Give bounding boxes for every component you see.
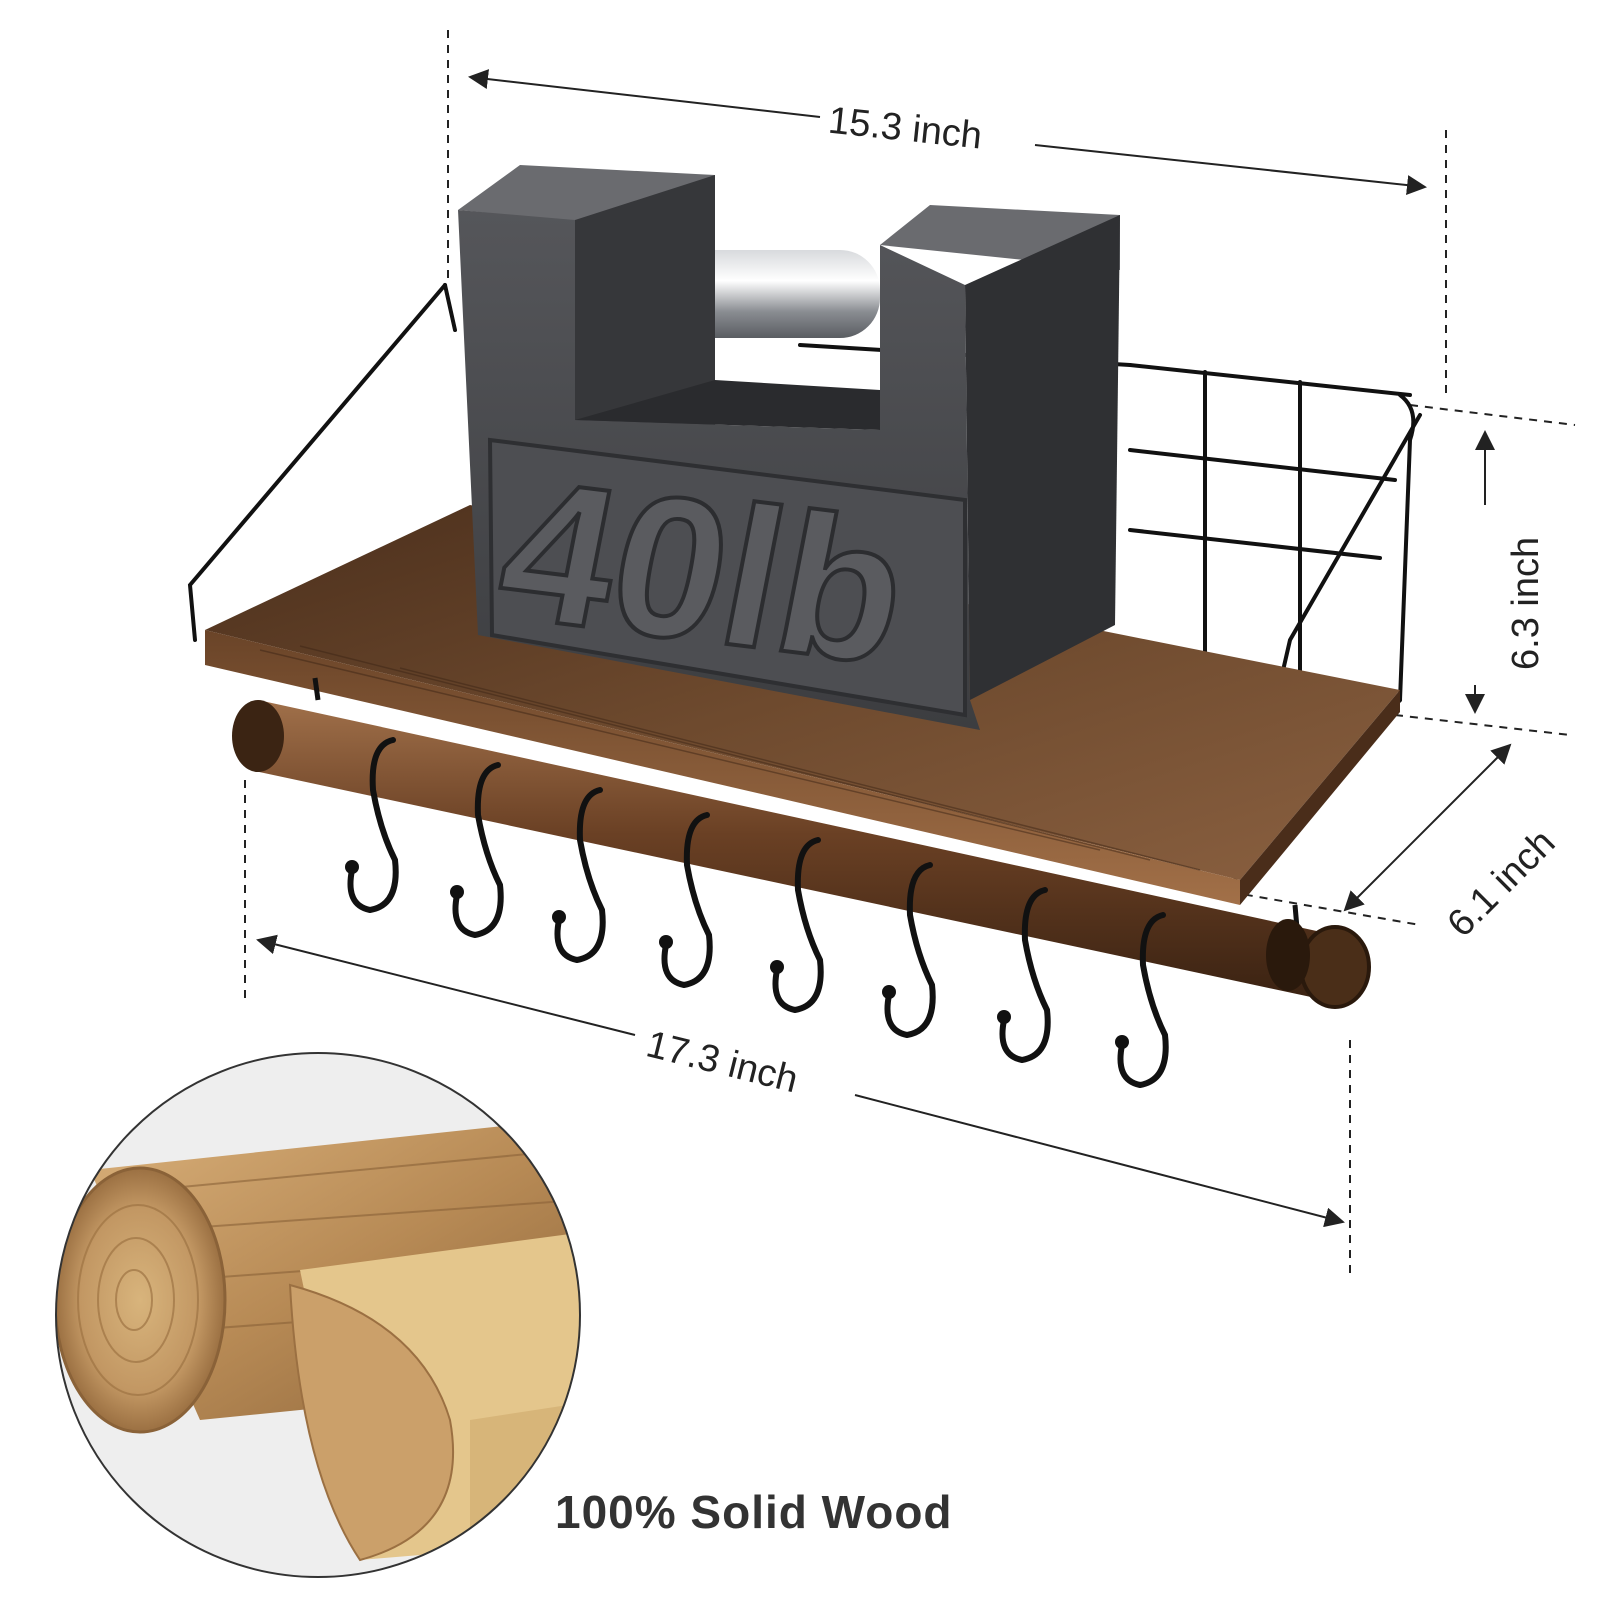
depth-dimension: 6.1 inch [1343,743,1564,946]
height-label: 6.3 inch [1505,537,1547,670]
height-dimension: 6.3 inch [1465,430,1547,714]
s-hook [884,862,936,1039]
width-bottom-label: 17.3 inch [642,1023,802,1101]
depth-label: 6.1 inch [1440,822,1564,946]
s-hook [347,737,399,914]
s-hook [772,837,824,1014]
wood-detail-inset [55,1052,581,1578]
rod-end-cap-right [1299,925,1371,1009]
s-hook [661,812,713,989]
weight-block: 40lb [458,165,1120,730]
s-hook [1117,912,1169,1089]
s-hook [452,762,504,939]
s-hook [554,787,606,964]
log-end-grain [56,1166,227,1434]
rod-end-cap-left [232,700,284,772]
s-hooks [347,737,1169,1089]
width-top-label: 15.3 inch [826,100,984,158]
hanging-rod [232,677,1371,1009]
weight-label: 40lb [484,438,924,706]
dimension-guides [244,30,1576,1280]
solid-wood-caption: 100% Solid Wood [555,1486,953,1538]
s-hook [999,887,1051,1064]
